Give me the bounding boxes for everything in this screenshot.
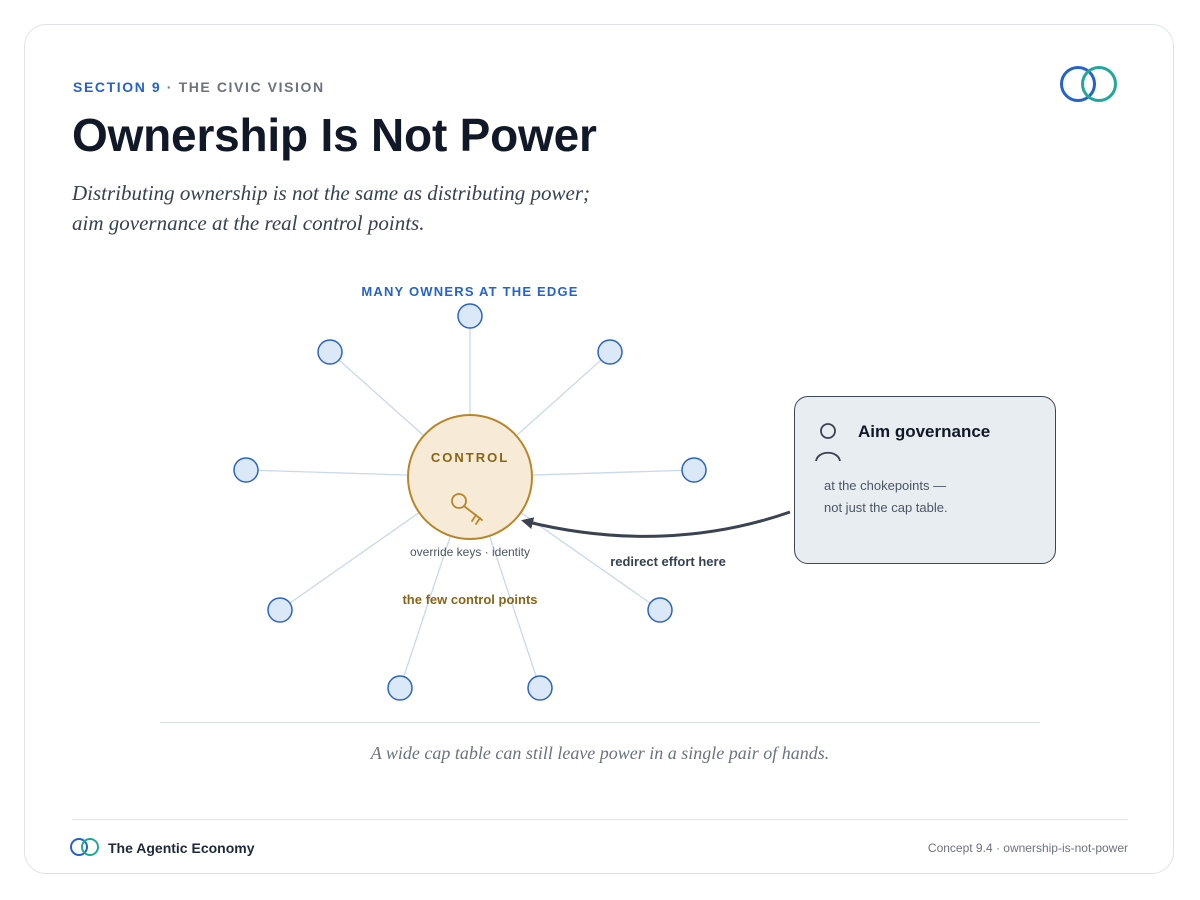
brand-logo-icon	[1060, 66, 1117, 102]
owner-node	[317, 339, 343, 365]
person-icon	[815, 423, 841, 462]
owner-node	[681, 457, 707, 483]
callout-body: at the chokepoints — not just the cap ta…	[824, 475, 1034, 519]
redirect-arrow	[521, 510, 791, 538]
callout-body-line-2: not just the cap table.	[824, 500, 948, 515]
page-title: Ownership Is Not Power	[72, 109, 597, 161]
callout-title: Aim governance	[858, 422, 991, 441]
subtitle-line-2: aim governance at the real control point…	[72, 211, 425, 235]
owner-node	[387, 675, 413, 701]
control-hub	[407, 414, 533, 540]
eyebrow-separator: ·	[161, 79, 179, 95]
section-name: THE CIVIC VISION	[178, 79, 325, 95]
owner-node	[267, 597, 293, 623]
callout-body-line-1: at the chokepoints —	[824, 478, 947, 493]
footer-divider	[72, 819, 1128, 820]
owner-node	[457, 303, 483, 329]
control-points-label: the few control points	[402, 592, 537, 607]
governance-callout: Aim governance at the chokepoints — not …	[794, 396, 1056, 564]
caption-divider	[160, 722, 1040, 723]
edge-label: MANY OWNERS AT THE EDGE	[361, 284, 578, 299]
arrow-label: redirect effort here	[610, 554, 726, 569]
control-hub-label: CONTROL	[431, 450, 509, 465]
owner-node	[647, 597, 673, 623]
owner-nodes	[233, 303, 707, 701]
owner-node	[233, 457, 259, 483]
diagram-caption: A wide cap table can still leave power i…	[370, 743, 830, 763]
page-subtitle: Distributing ownership is not the same a…	[72, 178, 712, 238]
owner-node	[597, 339, 623, 365]
section-label: SECTION 9	[73, 79, 162, 95]
hub-caption: override keys · identity	[410, 545, 530, 559]
key-icon	[451, 493, 483, 525]
footer-logo-icon	[70, 838, 99, 856]
footer-brand: The Agentic Economy	[108, 840, 255, 856]
footer-meta: Concept 9.4 · ownership-is-not-power	[927, 841, 1128, 855]
owner-node	[527, 675, 553, 701]
subtitle-line-1: Distributing ownership is not the same a…	[72, 181, 591, 205]
section-eyebrow: SECTION 9 · THE CIVIC VISION	[73, 79, 325, 95]
